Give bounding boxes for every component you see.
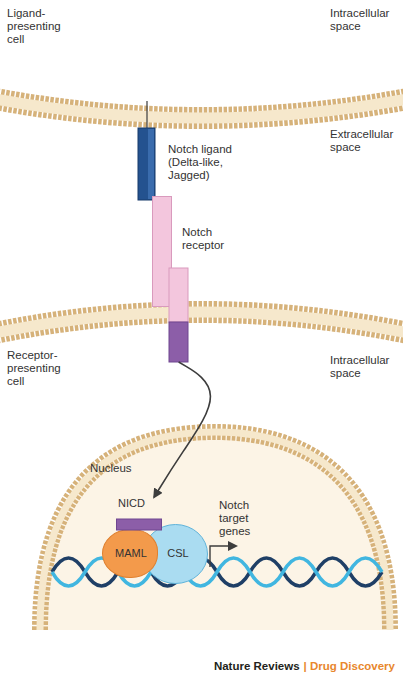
ligand-highlight xyxy=(148,129,154,199)
region-label: Receptor-presenting cell xyxy=(7,349,71,388)
node-label: MAML xyxy=(103,547,159,560)
region-label: Intracellular space xyxy=(330,7,402,33)
node-outline xyxy=(38,428,392,630)
node-label: Notch ligand (Delta-like, Jagged) xyxy=(168,143,238,182)
translocation-arrow xyxy=(154,362,210,497)
dna-strand xyxy=(52,558,382,586)
receptor-intracellular xyxy=(169,322,188,362)
ligand-shape xyxy=(138,128,155,200)
region-label: Notch target genes xyxy=(219,499,263,538)
nuclear-envelope-core xyxy=(40,432,390,630)
credit-text: Nature Reviews xyxy=(214,660,300,673)
membrane-heads xyxy=(0,312,403,334)
membrane-tails xyxy=(0,312,403,334)
ligand-anchor xyxy=(146,101,147,128)
notch-ligand: Notch ligand (Delta-like, Jagged) xyxy=(138,128,155,200)
membrane-heads xyxy=(0,98,403,118)
receptor-transmembrane xyxy=(169,268,188,322)
region-label: Intracellular space xyxy=(330,354,402,380)
credit-text: | Drug Discovery xyxy=(304,660,395,673)
nicd-bar xyxy=(117,519,162,530)
region-label: Extracellular space xyxy=(330,128,402,154)
nucleus: NucleusNICDMAMLCSL xyxy=(38,428,392,630)
node-label: Notch receptor xyxy=(182,226,234,252)
credit-line: Nature Reviews | Drug Discovery xyxy=(214,660,395,673)
nucleus-interior xyxy=(40,432,390,630)
nuclear-envelope xyxy=(40,432,390,630)
transcription-arrow xyxy=(210,546,236,567)
maml-protein: MAML xyxy=(102,529,158,578)
node-label: Nucleus xyxy=(90,462,150,475)
notch-receptor: Notch receptor xyxy=(152,196,189,362)
membrane-tails xyxy=(0,98,403,118)
node-outline xyxy=(152,196,189,362)
dna-strand xyxy=(52,558,382,586)
node-label: NICD xyxy=(118,497,162,510)
node-outline xyxy=(138,128,155,200)
region-label: Ligand-presenting cell xyxy=(7,7,71,46)
nicd-domain: NICD xyxy=(116,497,162,531)
csl-shape xyxy=(144,525,208,584)
